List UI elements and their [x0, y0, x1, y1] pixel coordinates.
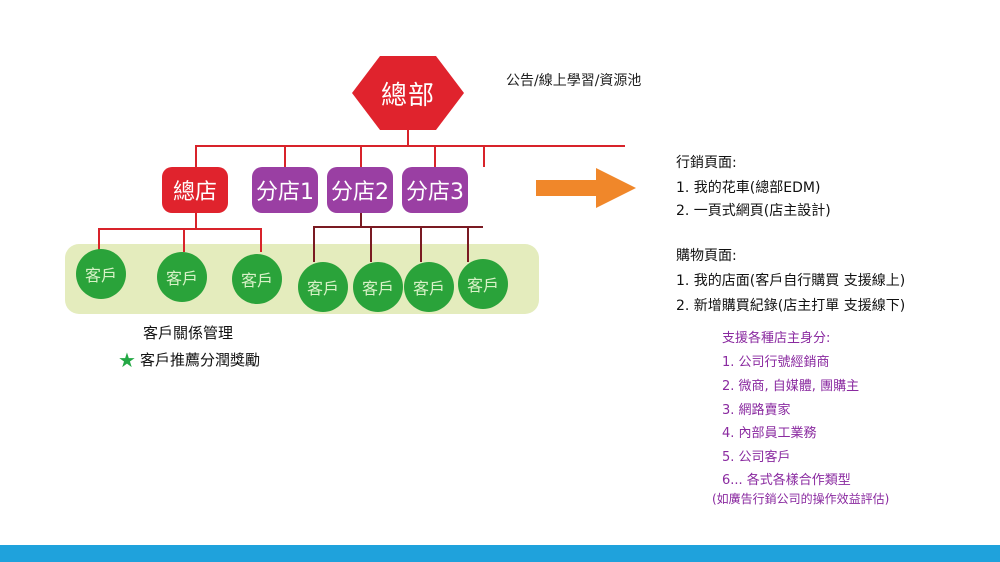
shopping-item: 2. 新增購買紀錄(店主打單 支援線下) [676, 298, 906, 314]
crm-management-label: 客戶關係管理 [143, 324, 234, 342]
shopping-title: 購物頁面: [676, 248, 737, 264]
customer-node: 客戶 [404, 262, 454, 312]
branch-customer-drop-4 [467, 226, 469, 262]
referral-reward-label: 客戶推薦分潤獎勵 [139, 351, 260, 369]
store-branch-2-label: 分店2 [331, 180, 389, 205]
customer-label: 客戶 [240, 271, 273, 290]
headquarters-note: 公告/線上學習/資源池 [506, 73, 642, 89]
customer-label: 客戶 [306, 279, 339, 298]
customer-label: 客戶 [165, 269, 198, 288]
main-customer-drop-3 [260, 228, 262, 252]
branch2-stem [360, 213, 362, 227]
shopping-item: 1. 我的店面(客戶自行購買 支援線上) [676, 273, 906, 289]
marketing-item: 1. 我的花車(總部EDM) [676, 180, 821, 196]
customer-node: 客戶 [298, 262, 348, 312]
drop-line-branch1 [284, 145, 286, 167]
store-branch-1: 分店1 [252, 167, 318, 213]
customer-node: 客戶 [458, 259, 508, 309]
main-store-stem [195, 213, 197, 229]
main-store-bus [98, 228, 262, 230]
marketing-title: 行銷頁面: [676, 155, 737, 171]
identity-item: 6... 各式各樣合作類型 [722, 473, 851, 488]
identity-item: 5. 公司客戶 [722, 450, 791, 465]
identities-title: 支援各種店主身分: [722, 331, 831, 346]
hq-vertical-line [407, 130, 409, 146]
store-main-label: 總店 [172, 180, 217, 205]
customer-node: 客戶 [353, 262, 403, 312]
main-customer-drop-1 [98, 228, 100, 252]
customer-label: 客戶 [84, 266, 117, 285]
arrow-right-icon [536, 168, 636, 208]
bottom-bar [0, 545, 1000, 562]
identities-note: (如廣告行銷公司的操作效益評估) [712, 492, 890, 506]
referral-reward: ★ 客戶推薦分潤獎勵 [118, 349, 260, 370]
headquarters-label: 總部 [380, 80, 435, 111]
customer-label: 客戶 [412, 279, 445, 298]
store-main: 總店 [162, 167, 228, 213]
identity-item: 3. 網路賣家 [722, 403, 791, 418]
store-branch-3-label: 分店3 [406, 180, 464, 205]
marketing-item: 2. 一頁式網頁(店主設計) [676, 203, 831, 219]
drop-line-branch2 [360, 145, 362, 167]
branch-customer-drop-3 [420, 226, 422, 262]
main-customer-drop-2 [183, 228, 185, 252]
star-icon: ★ [118, 347, 136, 372]
identity-item: 4. 內部員工業務 [722, 426, 817, 441]
branch-customer-drop-1 [313, 226, 315, 262]
branch-bus [313, 226, 483, 228]
store-branch-3: 分店3 [402, 167, 468, 213]
store-branch-2: 分店2 [327, 167, 393, 213]
customer-label: 客戶 [361, 279, 394, 298]
drop-line-main [195, 145, 197, 167]
branch-customer-drop-2 [370, 226, 372, 262]
customer-node: 客戶 [76, 249, 126, 299]
customer-node: 客戶 [157, 252, 207, 302]
customer-label: 客戶 [466, 276, 499, 295]
store-branch-1-label: 分店1 [256, 180, 314, 205]
customer-node: 客戶 [232, 254, 282, 304]
identity-item: 2. 微商, 自媒體, 團購主 [722, 379, 860, 394]
identity-item: 1. 公司行號經銷商 [722, 355, 830, 370]
drop-line-branch3 [434, 145, 436, 167]
drop-line-extra [483, 145, 485, 167]
hq-horizontal-line [195, 145, 625, 147]
headquarters-node: 總部 [352, 56, 464, 130]
